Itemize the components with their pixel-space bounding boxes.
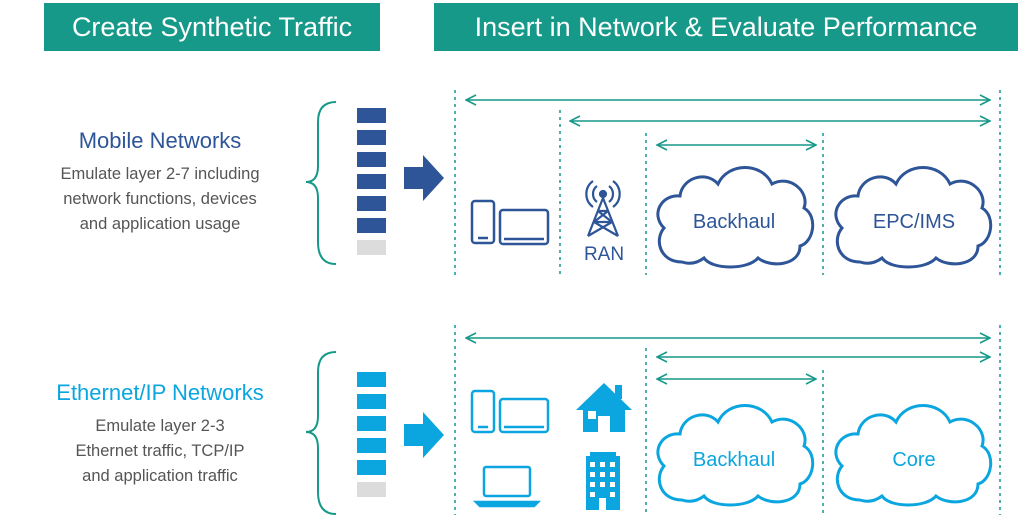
- mobile-range-arrows: [466, 100, 990, 145]
- cloud-core-label: Core: [892, 449, 935, 471]
- header-create-traffic-label: Create Synthetic Traffic: [71, 11, 353, 42]
- ethernet-dividers: [454, 325, 1001, 515]
- ran-label: RAN: [584, 244, 624, 265]
- tablet-icon: [498, 397, 550, 434]
- header-insert-network-label: Insert in Network & Evaluate Performance: [474, 11, 978, 42]
- cloud-epc-ims-label: EPC/IMS: [873, 211, 955, 233]
- ethernet-range-arrows: [466, 338, 990, 379]
- cloud-epc-ims: EPC/IMS: [834, 166, 993, 269]
- tablet-icon: [498, 208, 550, 246]
- mobile-brace: [305, 101, 337, 265]
- cloud-core: Core: [834, 404, 993, 507]
- phone-icon: [470, 199, 496, 245]
- cloud-backhaul-ethernet: Backhaul: [656, 404, 815, 507]
- building-icon: [586, 452, 620, 510]
- ethernet-desc-line: Emulate layer 2-3: [95, 417, 225, 435]
- mobile-desc-line: network functions, devices: [63, 190, 257, 208]
- cloud-backhaul-mobile-label: Backhaul: [693, 211, 775, 233]
- cloud-backhaul-ethernet-label: Backhaul: [693, 449, 775, 471]
- house-icon: [576, 383, 632, 432]
- header-insert-network: Insert in Network & Evaluate Performance: [434, 3, 1018, 51]
- mobile-title: Mobile Networks: [78, 128, 242, 153]
- phone-icon: [470, 389, 496, 434]
- ethernet-desc-line: and application traffic: [82, 467, 238, 485]
- mobile-traffic-stack: [357, 108, 386, 255]
- laptop-icon: [472, 465, 542, 508]
- mobile-desc-line: and application usage: [79, 215, 241, 233]
- ethernet-insert-arrow: [404, 412, 444, 458]
- ethernet-title: Ethernet/IP Networks: [56, 380, 264, 405]
- header-create-traffic: Create Synthetic Traffic: [44, 3, 380, 51]
- cloud-backhaul-mobile: Backhaul: [656, 166, 815, 269]
- ethernet-desc-line: Ethernet traffic, TCP/IP: [75, 442, 245, 460]
- mobile-insert-arrow: [404, 155, 444, 201]
- ethernet-description: Emulate layer 2-3 Ethernet traffic, TCP/…: [25, 414, 295, 489]
- antenna-tower-icon: [585, 180, 621, 237]
- mobile-desc-line: Emulate layer 2-7 including: [60, 165, 260, 183]
- mobile-description: Emulate layer 2-7 including network func…: [25, 162, 295, 237]
- ethernet-brace: [305, 351, 337, 515]
- mobile-dividers: [454, 90, 1001, 275]
- ethernet-traffic-stack: [357, 372, 386, 497]
